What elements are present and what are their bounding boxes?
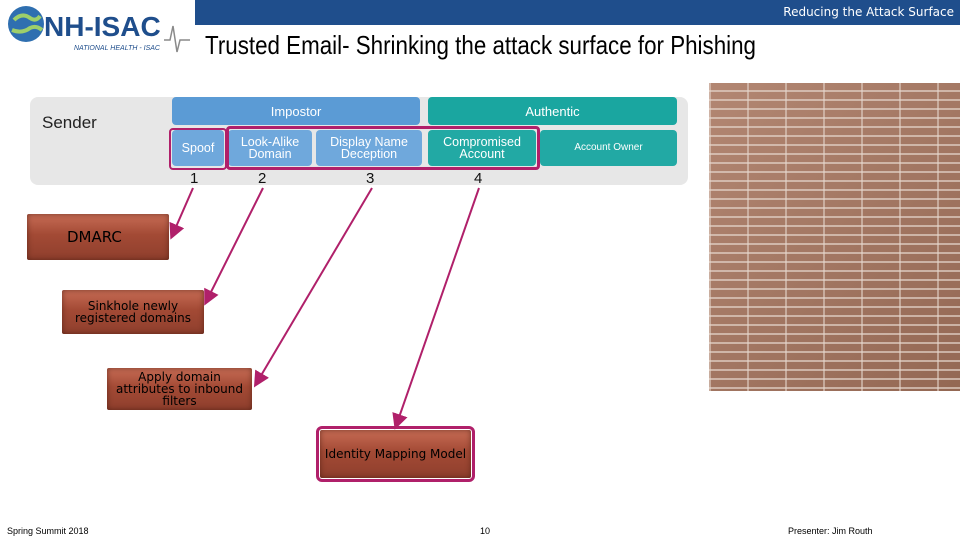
arrow-compromised-identity: [392, 187, 480, 430]
number-3: 3: [366, 170, 375, 187]
apply-domain-brick: Apply domain attributes to inbound filte…: [107, 368, 252, 410]
sender-label: Sender: [42, 113, 97, 132]
number-1: 1: [190, 170, 199, 187]
slide-title: Trusted Email- Shrinking the attack surf…: [205, 30, 756, 60]
top-banner: Reducing the Attack Surface: [195, 0, 960, 25]
authentic-header: Authentic: [428, 97, 677, 125]
arrow-spoof-dmarc: [169, 187, 194, 240]
footer-presenter: Presenter: Jim Routh: [788, 526, 873, 536]
logo-text: NH-ISAC: [44, 11, 161, 42]
brick-wall-image: [709, 83, 960, 391]
nh-isac-logo: NH-ISAC NATIONAL HEALTH - ISAC: [8, 6, 190, 53]
spoof-cell: Spoof: [172, 130, 224, 166]
logo-subtext: NATIONAL HEALTH - ISAC: [74, 45, 161, 52]
arrow-lookalike-sinkhole: [204, 187, 264, 306]
account-owner-cell: Account Owner: [540, 130, 677, 166]
page-number: 10: [480, 526, 491, 536]
impostor-highlight-box: [226, 126, 540, 170]
compromised-account-cell: Compromised Account: [428, 130, 536, 166]
footer-event: Spring Summit 2018: [7, 526, 89, 536]
section-title: Reducing the Attack Surface: [783, 5, 954, 19]
identity-mapping-brick: Identity Mapping Model: [316, 426, 475, 482]
impostor-header: Impostor: [172, 97, 420, 125]
number-4: 4: [474, 170, 483, 187]
look-alike-domain-cell: Look-Alike Domain: [228, 130, 312, 166]
sinkhole-brick: Sinkhole newly registered domains: [62, 290, 204, 334]
dmarc-brick: DMARC: [27, 214, 169, 260]
display-name-deception-cell: Display Name Deception: [316, 130, 422, 166]
spoof-highlight-box: [169, 128, 227, 170]
number-2: 2: [258, 170, 267, 187]
arrow-display-apply: [253, 187, 373, 388]
